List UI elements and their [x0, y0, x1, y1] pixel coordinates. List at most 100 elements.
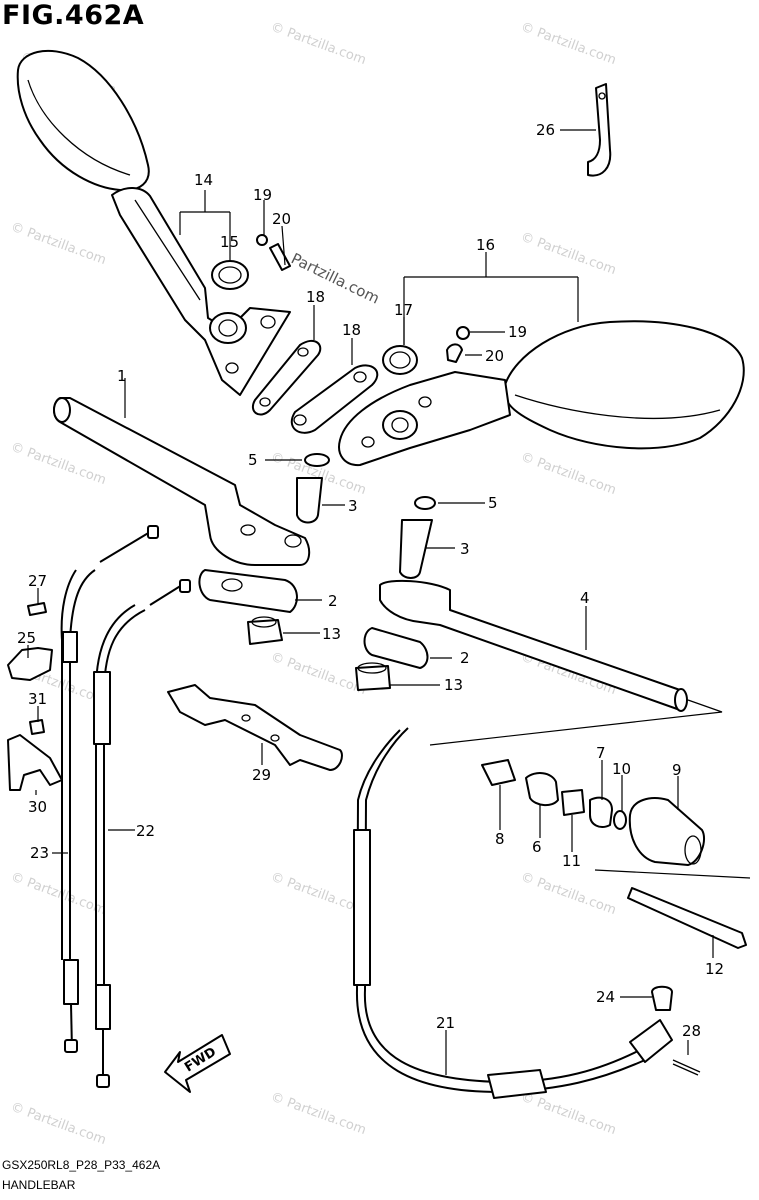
- callout-18-upper: 18: [306, 288, 325, 306]
- collar-17: [382, 345, 418, 375]
- cable-22-housing: [93, 671, 111, 745]
- spacer-2-right: [363, 627, 429, 669]
- handlebar-left: [53, 397, 311, 566]
- cable-23-adjuster: [63, 959, 79, 1005]
- fwd-arrow-icon: FWD: [164, 1034, 231, 1093]
- callout-18-lower: 18: [342, 321, 361, 339]
- cable-21: [363, 727, 641, 1084]
- guide-line-lower: [594, 869, 751, 879]
- cable-21-housing: [353, 829, 371, 986]
- callout-31: 31: [28, 690, 47, 708]
- callout-13-left: 13: [322, 625, 341, 643]
- callout-27: 27: [28, 572, 47, 590]
- bar-end-9: [628, 797, 706, 866]
- cable-22-adjuster: [95, 984, 111, 1030]
- callouts: 1 2 2 3 3 4 5 5 6 7 8 9 10 11 12 13 13 1…: [17, 121, 724, 1040]
- callout-6: 6: [532, 838, 542, 856]
- watermark: © Partzilla.com: [519, 1090, 618, 1138]
- screw-27: [27, 602, 47, 616]
- callout-12: 12: [705, 960, 724, 978]
- watermark: © Partzilla.com: [9, 440, 108, 488]
- callout-3-right: 3: [460, 540, 470, 558]
- callout-26: 26: [536, 121, 555, 139]
- callout-10: 10: [612, 760, 631, 778]
- callout-9: 9: [672, 761, 682, 779]
- watermark: © Partzilla.com: [269, 1090, 368, 1138]
- callout-4: 4: [580, 589, 590, 607]
- cable-21-adjuster: [487, 1069, 547, 1099]
- callout-7: 7: [596, 744, 606, 762]
- bar-end-11: [561, 789, 585, 816]
- watermark: © Partzilla.com: [9, 220, 108, 268]
- screw-31: [29, 719, 45, 735]
- gasket-18-upper: [251, 339, 322, 416]
- callout-8: 8: [495, 830, 505, 848]
- spacer-2-left: [198, 569, 298, 613]
- callout-30: 30: [28, 798, 47, 816]
- callout-11: 11: [562, 852, 581, 870]
- cap-5-left: [304, 453, 330, 467]
- callout-2-left: 2: [328, 592, 338, 610]
- callout-15: 15: [220, 233, 239, 251]
- watermark-group: © Partzilla.com © Partzilla.com © Partzi…: [9, 20, 618, 1148]
- diagram-name: HANDLEBAR: [2, 1178, 76, 1192]
- clip-26: [587, 83, 612, 177]
- collar-15: [211, 260, 249, 290]
- callout-20-left: 20: [272, 210, 291, 228]
- cotter-28: [672, 1059, 701, 1076]
- callout-5-right: 5: [488, 494, 498, 512]
- callout-1: 1: [117, 367, 127, 385]
- callout-19-left: 19: [253, 186, 272, 204]
- callout-29: 29: [252, 766, 271, 784]
- callout-21: 21: [436, 1014, 455, 1032]
- watermark: © Partzilla.com: [269, 650, 368, 698]
- callout-3-left: 3: [348, 497, 358, 515]
- figure-title: FIG.462A: [2, 0, 145, 31]
- right-mirror: [338, 320, 745, 467]
- cable-23-sleeve: [62, 631, 78, 663]
- callout-23: 23: [30, 844, 49, 862]
- watermark-overlay: Partzilla.com: [288, 249, 382, 307]
- watermark: © Partzilla.com: [519, 870, 618, 918]
- callout-2-right: 2: [460, 649, 470, 667]
- callout-13-right: 13: [444, 676, 463, 694]
- callout-28: 28: [682, 1022, 701, 1040]
- callout-22: 22: [136, 822, 155, 840]
- cable-21-clevis: [629, 1019, 673, 1063]
- diagram-code: GSX250RL8_P28_P33_462A: [2, 1158, 161, 1172]
- cable-22: [103, 609, 146, 1000]
- watermark: © Partzilla.com: [9, 870, 108, 918]
- watermark: © Partzilla.com: [519, 450, 618, 498]
- handlebar-right: [379, 579, 688, 712]
- callout-14: 14: [194, 171, 213, 189]
- bar-end-6: [525, 772, 559, 806]
- left-mirror: [16, 49, 291, 396]
- bolt-3-left: [296, 477, 323, 524]
- cap-19-left: [256, 234, 268, 246]
- cap-19-right: [456, 326, 470, 340]
- pin-24: [651, 985, 673, 1011]
- watermark: © Partzilla.com: [269, 20, 368, 68]
- holder-25: [7, 647, 53, 681]
- bolt-12: [627, 887, 747, 949]
- bar-end-8: [481, 759, 516, 786]
- watermark: © Partzilla.com: [519, 20, 618, 68]
- bracket-30: [7, 734, 63, 791]
- screw-20-right: [446, 343, 463, 363]
- callout-25: 25: [17, 629, 36, 647]
- washer-10: [613, 810, 627, 830]
- guide-line-upper: [429, 699, 723, 746]
- bolt-3-right: [399, 519, 433, 579]
- callout-5-left: 5: [248, 451, 258, 469]
- watermark: © Partzilla.com: [519, 230, 618, 278]
- cap-5-right: [414, 496, 436, 510]
- callout-16: 16: [476, 236, 495, 254]
- screw-20-left: [269, 243, 291, 271]
- callout-17: 17: [394, 301, 413, 319]
- gasket-18-lower: [290, 364, 379, 434]
- bracket-29: [167, 684, 343, 771]
- callout-19-right: 19: [508, 323, 527, 341]
- leader-lines: [27, 129, 714, 1075]
- watermark: © Partzilla.com: [9, 1100, 108, 1148]
